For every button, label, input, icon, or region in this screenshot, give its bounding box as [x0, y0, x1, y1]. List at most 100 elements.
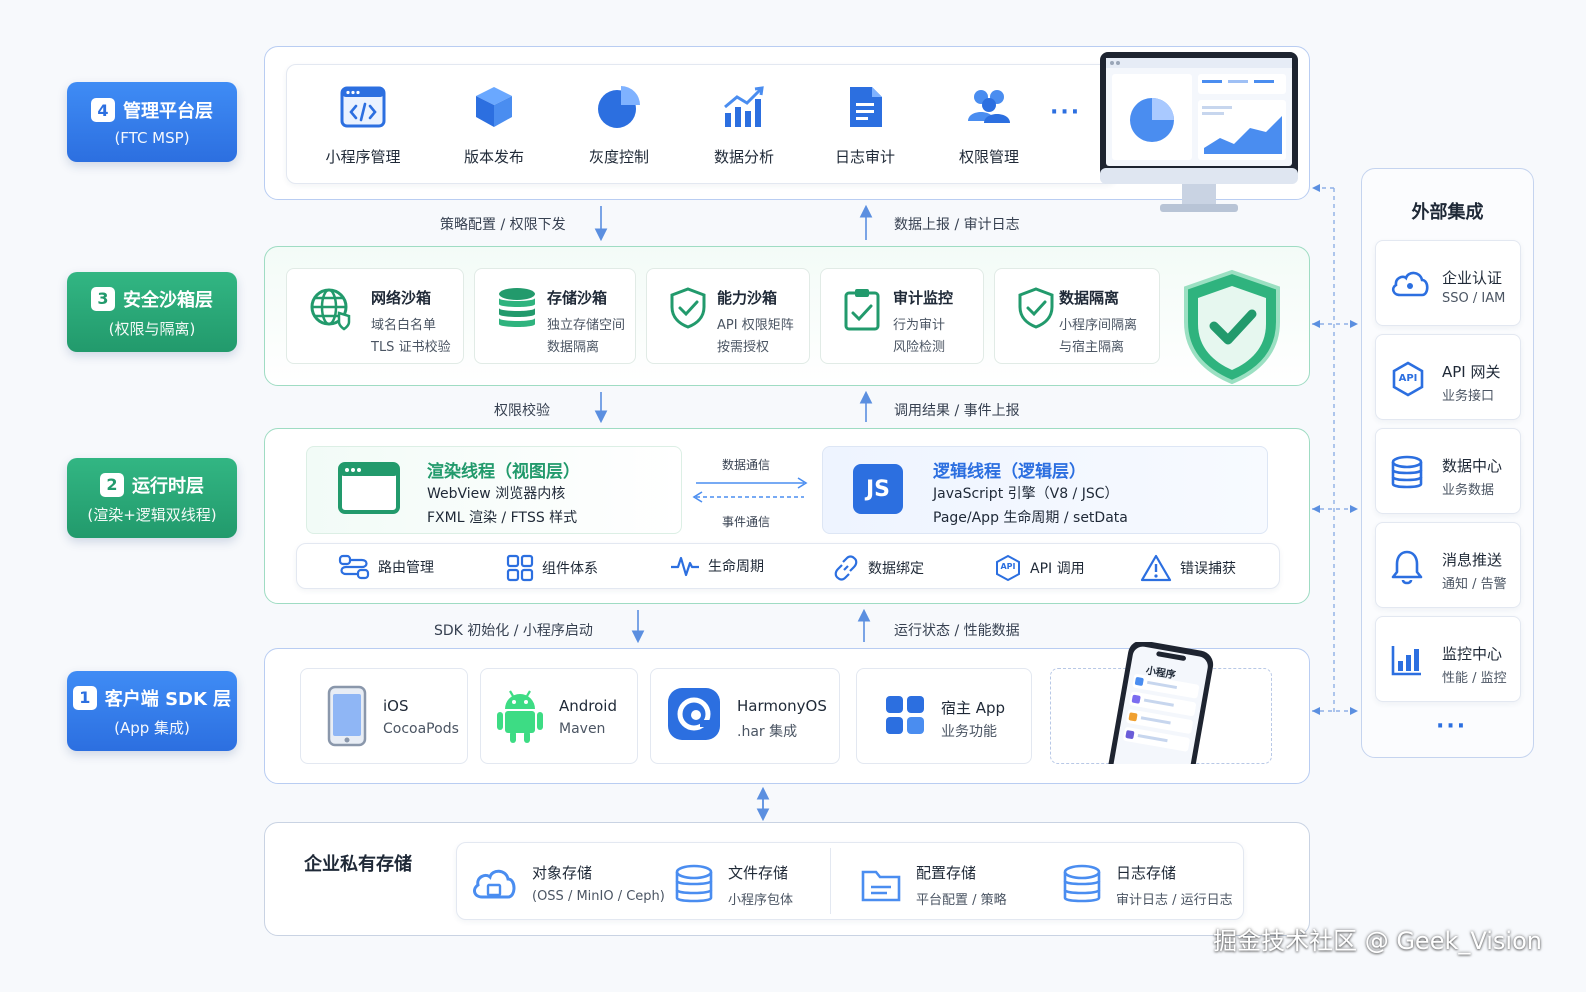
sandbox-detail: 域名白名单	[371, 318, 437, 333]
api-hexagon-icon: API	[1390, 361, 1426, 397]
ext-item-title: 监控中心	[1442, 645, 1503, 663]
database-icon	[1063, 864, 1101, 903]
sdk-package: CocoaPods	[383, 721, 459, 737]
render-thread-title: 渲染线程（视图层）	[427, 462, 580, 482]
logic-thread-detail: JavaScript 引擎（V8 / JSC）	[933, 486, 1119, 502]
tool-version-release[interactable]: 版本发布	[439, 84, 549, 167]
tool-label: 版本发布	[463, 148, 524, 166]
data-comm-label: 数据通信	[722, 458, 771, 472]
storage-file[interactable]: 文件存储小程序包体	[674, 862, 793, 908]
warning-icon	[1140, 554, 1172, 582]
shield-check-icon	[670, 287, 706, 329]
users-icon	[968, 90, 1010, 123]
ext-monitor-center[interactable]: 监控中心 性能 / 监控	[1375, 616, 1521, 702]
chip-lifecycle[interactable]: 生命周期	[670, 554, 764, 578]
logic-thread-card[interactable]: JS 逻辑线程（逻辑层） JavaScript 引擎（V8 / JSC） Pag…	[822, 446, 1268, 534]
android-icon	[497, 690, 543, 743]
ext-item-detail: 业务接口	[1442, 389, 1495, 404]
storage-item-detail: (OSS / MinIO / Ceph)	[532, 889, 665, 904]
sandbox-detail: 小程序间隔离	[1059, 318, 1138, 333]
flow-label: 运行状态 / 性能数据	[894, 623, 1020, 639]
chip-routing[interactable]: 路由管理	[338, 554, 434, 580]
sandbox-storage[interactable]: 存储沙箱 独立存储空间 数据隔离	[474, 268, 636, 364]
more-tools-ellipsis: ···	[1050, 100, 1082, 125]
bidirectional-arrow-icon	[692, 477, 808, 503]
event-comm-label: 事件通信	[722, 515, 771, 529]
flow-label: 数据上报 / 审计日志	[894, 217, 1020, 233]
monitor-dashboard-icon	[1100, 52, 1298, 212]
sdk-package: 业务功能	[941, 724, 997, 740]
ext-message-push[interactable]: 消息推送 通知 / 告警	[1375, 522, 1521, 608]
storage-config[interactable]: 配置存储平台配置 / 策略	[860, 862, 1007, 908]
storage-item-detail: 审计日志 / 运行日志	[1116, 893, 1233, 908]
sandbox-data-isolation[interactable]: 数据隔离 小程序间隔离 与宿主隔离	[994, 268, 1160, 364]
layer-number: 4	[91, 98, 115, 122]
api-hexagon-icon: API	[994, 554, 1022, 582]
chip-components[interactable]: 组件体系	[506, 554, 598, 582]
bell-icon	[1391, 550, 1423, 585]
sdk-host-app[interactable]: 宿主 App 业务功能	[856, 668, 1032, 764]
render-thread-detail: WebView 浏览器内核	[427, 486, 566, 502]
ext-item-title: 企业认证	[1442, 269, 1503, 287]
storage-title: 企业私有存储	[304, 854, 412, 875]
sdk-harmonyos[interactable]: HarmonyOS .har 集成	[650, 668, 840, 764]
chip-api-call[interactable]: API API 调用	[994, 554, 1085, 582]
ext-api-gateway[interactable]: API API 网关 业务接口	[1375, 334, 1521, 420]
external-title: 外部集成	[1411, 202, 1484, 223]
api-icon-text: API	[1000, 562, 1016, 571]
sandbox-detail: TLS 证书校验	[371, 340, 451, 355]
runtime-chips-bar	[296, 543, 1280, 589]
sdk-ios[interactable]: iOS CocoaPods	[300, 668, 468, 764]
ext-item-detail: 业务数据	[1442, 483, 1495, 498]
harmonyos-icon	[668, 688, 720, 740]
storage-item-detail: 小程序包体	[728, 893, 794, 908]
globe-shield-icon	[310, 288, 351, 331]
route-icon	[338, 554, 370, 580]
chart-monitor-icon	[1391, 646, 1421, 676]
ext-item-title: 消息推送	[1442, 551, 1503, 569]
chip-label: 路由管理	[378, 560, 434, 576]
layer-subtitle: (渲染+逻辑双线程)	[87, 505, 217, 524]
layer-title: 管理平台层	[123, 101, 213, 122]
storage-object[interactable]: 对象存储(OSS / MinIO / Ceph)	[470, 862, 665, 904]
chip-label: API 调用	[1030, 561, 1085, 577]
shield-check-icon	[1018, 287, 1054, 329]
heartbeat-icon	[671, 556, 699, 577]
sandbox-title: 网络沙箱	[371, 289, 432, 307]
api-icon-text: API	[1398, 373, 1418, 384]
sandbox-network[interactable]: 网络沙箱 域名白名单 TLS 证书校验	[286, 268, 464, 364]
render-thread-card[interactable]: 渲染线程（视图层） WebView 浏览器内核 FXML 渲染 / FTSS 样…	[306, 446, 682, 534]
sandbox-audit[interactable]: 审计监控 行为审计 风险检测	[820, 268, 984, 364]
ext-enterprise-auth[interactable]: 企业认证 SSO / IAM	[1375, 240, 1521, 326]
cube-icon	[476, 87, 512, 127]
chip-data-binding[interactable]: 数据绑定	[832, 554, 924, 582]
iphone-icon	[327, 685, 367, 747]
chip-label: 错误捕获	[1180, 561, 1236, 577]
tool-gray-control[interactable]: 灰度控制	[564, 84, 674, 167]
tool-label: 日志审计	[834, 148, 895, 166]
sdk-android[interactable]: Android Maven	[480, 668, 638, 764]
storage-item-detail: 平台配置 / 策略	[916, 893, 1007, 908]
tool-label: 权限管理	[958, 148, 1019, 166]
ext-item-title: API 网关	[1442, 363, 1501, 381]
sandbox-capability[interactable]: 能力沙箱 API 权限矩阵 按需授权	[646, 268, 810, 364]
sdk-package: .har 集成	[737, 724, 798, 740]
tool-permission-manage[interactable]: 权限管理	[934, 84, 1044, 167]
ext-data-center[interactable]: 数据中心 业务数据	[1375, 428, 1521, 514]
database-icon	[499, 288, 535, 327]
logic-thread-detail: Page/App 生命周期 / setData	[933, 510, 1128, 526]
tool-log-audit[interactable]: 日志审计	[810, 84, 920, 167]
tool-miniprogram-manage[interactable]: 小程序管理	[308, 84, 418, 167]
storage-log[interactable]: 日志存储审计日志 / 运行日志	[1062, 862, 1233, 908]
flow-label: 权限校验	[494, 403, 550, 419]
ext-item-detail: 通知 / 告警	[1442, 577, 1507, 592]
sandbox-detail: 数据隔离	[547, 340, 600, 355]
chip-error-capture[interactable]: 错误捕获	[1140, 554, 1236, 582]
tool-data-analysis[interactable]: 数据分析	[689, 84, 799, 167]
layer-subtitle: (权限与隔离)	[108, 319, 196, 338]
ext-item-detail: SSO / IAM	[1442, 291, 1506, 306]
layer-subtitle: (App 集成)	[114, 718, 190, 737]
layer-title: 运行时层	[132, 475, 204, 497]
tool-label: 灰度控制	[588, 148, 649, 166]
ext-item-detail: 性能 / 监控	[1442, 671, 1507, 686]
